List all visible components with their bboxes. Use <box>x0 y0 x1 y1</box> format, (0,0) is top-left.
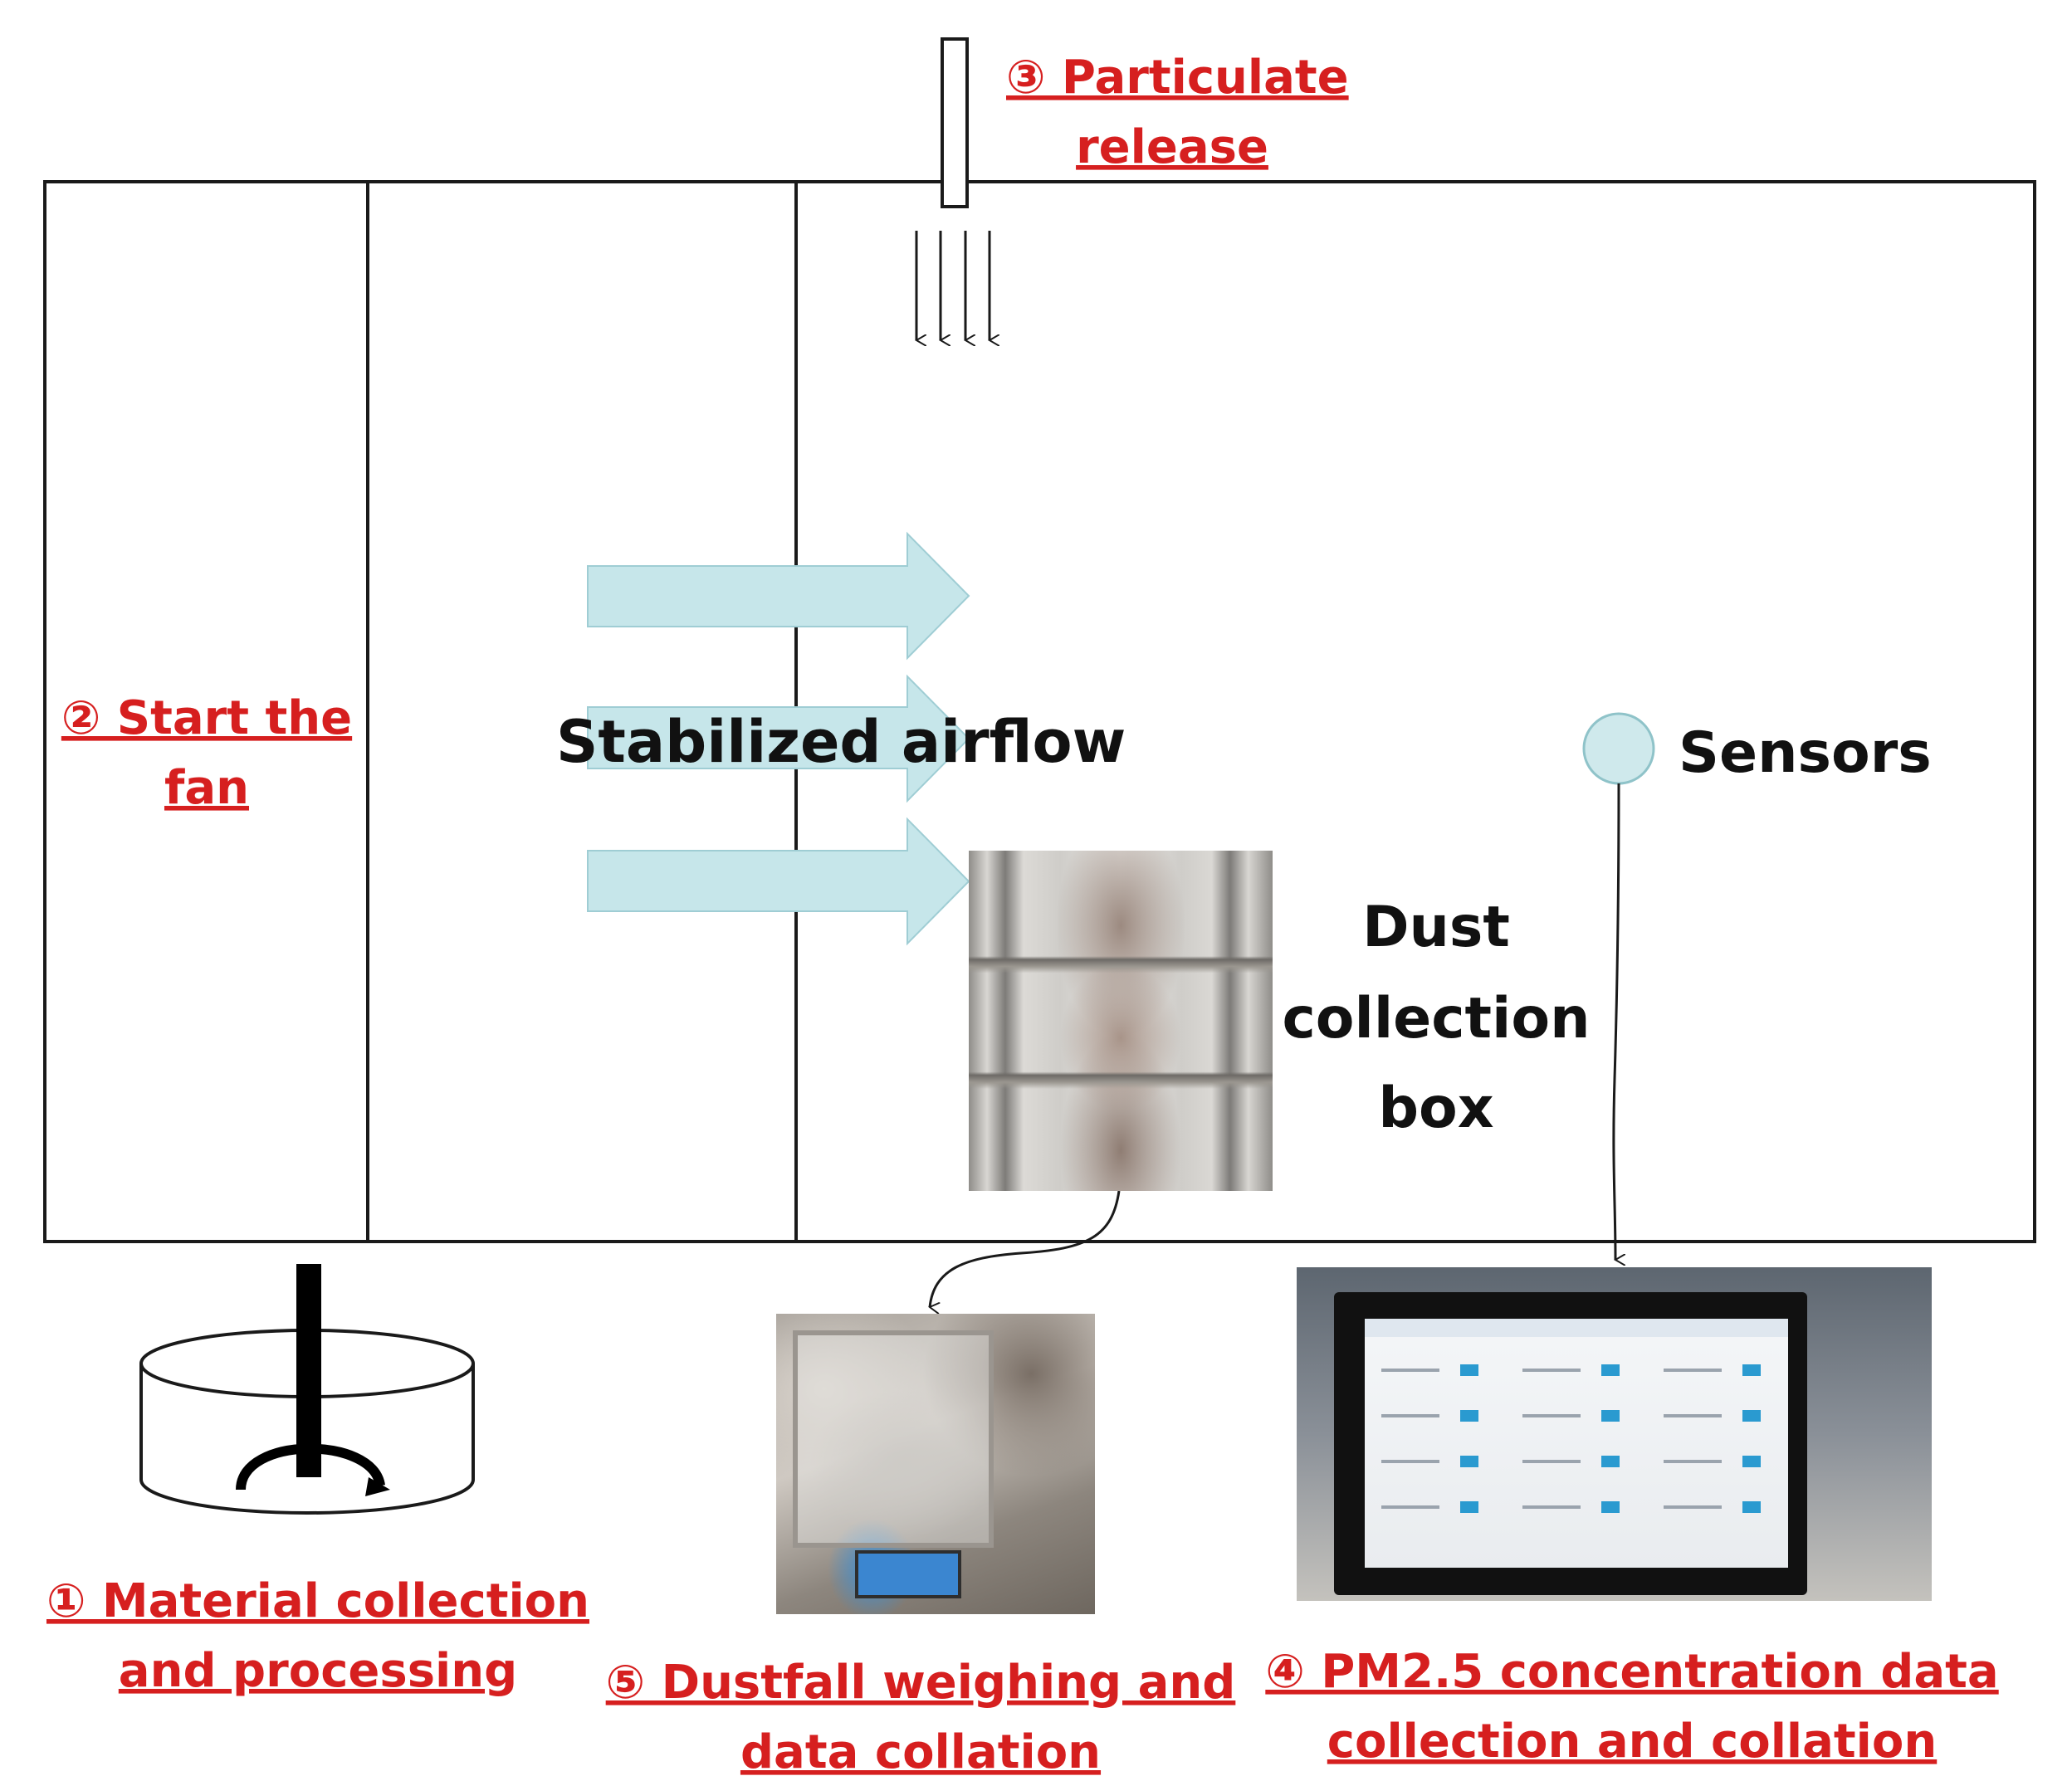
step1-label-line1: ① Material collection <box>46 1574 589 1628</box>
step4-label-line2: collection and collation <box>1327 1715 1937 1769</box>
monitoring-screen-photo <box>1297 1267 1932 1601</box>
airflow-label: Stabilized airflow <box>556 708 1126 776</box>
balance-glass-enclosure <box>793 1330 994 1548</box>
sensor-node-icon <box>1582 712 1655 1260</box>
step2-label-line1: ② Start the <box>61 691 352 745</box>
wind-tunnel-chamber <box>43 180 2036 1243</box>
release-tube-icon <box>916 37 990 340</box>
dust-box-label-line2: collection <box>1282 986 1590 1051</box>
dust-box-label-line1: Dust <box>1362 895 1510 960</box>
analytical-balance-photo <box>776 1314 1095 1614</box>
stirring-tank-icon <box>139 1264 475 1515</box>
step2-label-line2: fan <box>164 761 249 815</box>
monitor-screen <box>1365 1319 1788 1568</box>
dust-box-label-line3: box <box>1378 1076 1493 1141</box>
step1-label-line2: and processing <box>119 1644 517 1698</box>
sensors-label: Sensors <box>1679 720 1932 786</box>
airflow-arrow-bottom <box>587 817 970 946</box>
step3-label-line2: release <box>1076 120 1268 174</box>
step3-label-line1: ③ Particulate <box>1006 51 1349 105</box>
airflow-arrow-middle <box>587 674 970 803</box>
dust-to-balance-connector <box>930 1190 1121 1307</box>
step4-label-line1: ④ PM2.5 concentration data <box>1265 1645 1998 1699</box>
balance-display <box>855 1550 961 1598</box>
airflow-arrows <box>587 531 970 946</box>
airflow-arrow-top <box>587 531 970 661</box>
step5-label-line2: data collation <box>740 1725 1101 1776</box>
dust-collection-box-photo <box>969 851 1273 1191</box>
step5-label-line1: ⑤ Dustfall weighing and <box>606 1656 1236 1710</box>
